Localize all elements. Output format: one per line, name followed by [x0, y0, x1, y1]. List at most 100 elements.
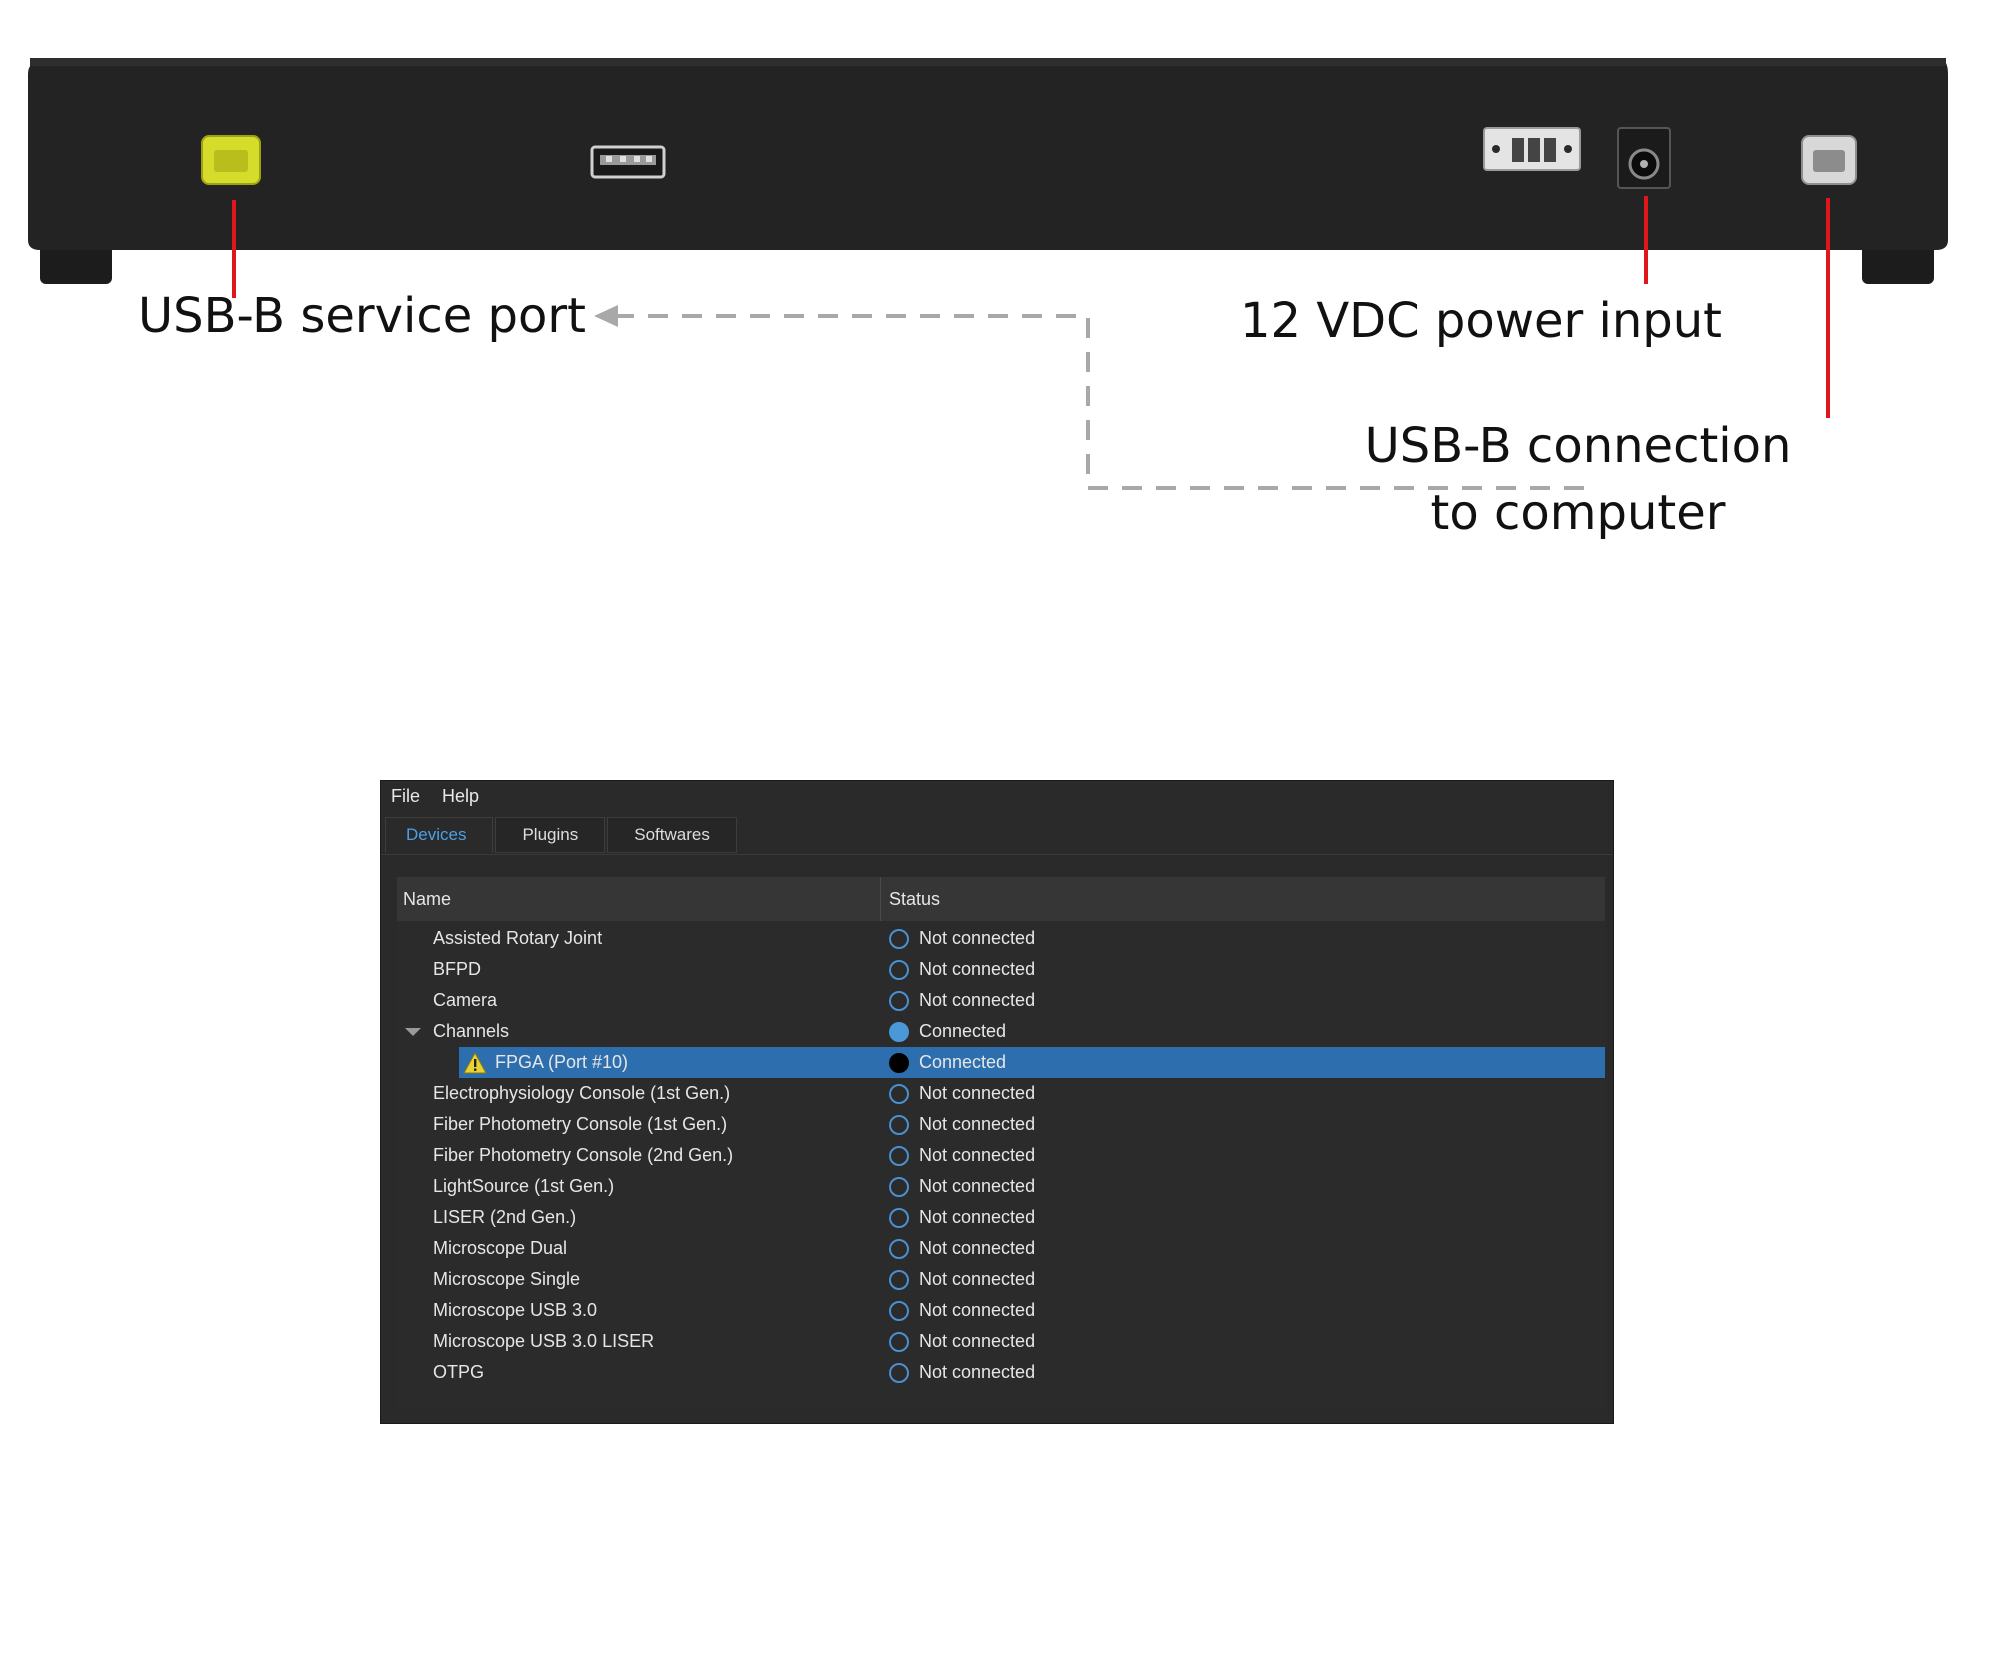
device-name: Microscope USB 3.0 LISER	[433, 1331, 655, 1351]
table-row-channels[interactable]: Channels Connected	[397, 1016, 1605, 1047]
device-name: Microscope USB 3.0	[433, 1300, 598, 1320]
device-top-edge	[30, 58, 1946, 66]
device-table: Name Status Assisted Rotary Joint Not co…	[397, 877, 1605, 1407]
device-name: FPGA (Port #10)	[495, 1052, 629, 1072]
table-row[interactable]: OTPG Not connected	[397, 1357, 1605, 1388]
table-row[interactable]: BFPD Not connected	[397, 954, 1605, 985]
device-status-cell: Not connected	[881, 1140, 1605, 1171]
status-ring-icon	[889, 928, 909, 949]
status-ring-icon	[889, 1145, 909, 1166]
device-status-cell: Not connected	[881, 1109, 1605, 1140]
device-body	[28, 58, 1948, 250]
device-name: LISER (2nd Gen.)	[433, 1207, 577, 1227]
device-status-cell: Not connected	[881, 954, 1605, 985]
status-ring-icon	[889, 1114, 909, 1135]
device-status: Not connected	[919, 1145, 1036, 1165]
device-status-cell: Connected	[881, 1016, 1605, 1047]
table-header: Name Status	[397, 877, 1605, 921]
table-row[interactable]: Fiber Photometry Console (2nd Gen.) Not …	[397, 1140, 1605, 1171]
dashed-connector-arrowhead	[594, 305, 618, 327]
device-name: BFPD	[433, 959, 482, 979]
menu-file[interactable]: File	[391, 785, 421, 806]
device-status: Not connected	[919, 928, 1036, 948]
status-ring-icon	[889, 1176, 909, 1197]
label-usb-computer-line2: to computer	[1430, 485, 1726, 542]
device-status: Not connected	[919, 1176, 1036, 1196]
table-row[interactable]: Microscope Single Not connected	[397, 1264, 1605, 1295]
status-ring-icon	[889, 1362, 909, 1383]
table-row[interactable]: LightSource (1st Gen.) Not connected	[397, 1171, 1605, 1202]
menu-help[interactable]: Help	[442, 785, 480, 806]
device-status: Not connected	[919, 1362, 1036, 1382]
tab-plugins[interactable]: Plugins	[495, 817, 606, 853]
device-name: Microscope Dual	[433, 1238, 568, 1258]
status-ring-icon	[889, 1207, 909, 1228]
device-status-cell: Not connected	[881, 1326, 1605, 1357]
status-ring-icon	[889, 959, 909, 980]
device-status-cell: Not connected	[881, 1264, 1605, 1295]
device-rows: Assisted Rotary Joint Not connected BFPD…	[397, 923, 1605, 1388]
device-status-cell: Not connected	[881, 1295, 1605, 1326]
device-status: Not connected	[919, 1331, 1036, 1351]
tab-softwares[interactable]: Softwares	[607, 817, 737, 853]
column-header-status[interactable]: Status	[889, 888, 941, 909]
label-power-input: 12 VDC power input	[1240, 293, 1722, 349]
table-row[interactable]: Fiber Photometry Console (1st Gen.) Not …	[397, 1109, 1605, 1140]
device-status-cell: Not connected	[881, 1078, 1605, 1109]
usb-a-port-icon	[590, 145, 666, 179]
table-row[interactable]: Camera Not connected	[397, 985, 1605, 1016]
status-ring-icon	[889, 1269, 909, 1290]
device-status: Not connected	[919, 1238, 1036, 1258]
table-row[interactable]: Microscope USB 3.0 LISER Not connected	[397, 1326, 1605, 1357]
device-status-cell: Connected	[881, 1047, 1605, 1078]
device-name: LightSource (1st Gen.)	[433, 1176, 615, 1196]
device-name: Channels	[433, 1021, 510, 1041]
device-name: Assisted Rotary Joint	[433, 928, 603, 948]
device-status: Not connected	[919, 1269, 1036, 1289]
device-status: Not connected	[919, 959, 1036, 979]
device-status: Connected	[919, 1021, 1007, 1041]
table-row[interactable]: LISER (2nd Gen.) Not connected	[397, 1202, 1605, 1233]
device-name: Fiber Photometry Console (1st Gen.)	[433, 1114, 728, 1134]
device-name: OTPG	[433, 1362, 485, 1382]
status-ring-icon	[889, 1300, 909, 1321]
status-ring-icon	[889, 990, 909, 1011]
label-usb-computer: USB-B connection to computer	[1365, 413, 1792, 547]
table-row[interactable]: Microscope Dual Not connected	[397, 1233, 1605, 1264]
device-status: Not connected	[919, 1114, 1036, 1134]
status-ring-icon	[889, 1238, 909, 1259]
label-service-port: USB-B service port	[138, 288, 586, 344]
device-name-cell: FPGA (Port #10)	[397, 1047, 881, 1078]
table-row-fpga-selected[interactable]: FPGA (Port #10) Connected	[397, 1047, 1605, 1078]
device-status-cell: Not connected	[881, 985, 1605, 1016]
device-status: Not connected	[919, 1300, 1036, 1320]
status-ring-icon	[889, 1083, 909, 1104]
status-ring-icon	[889, 1331, 909, 1352]
device-manager-window: File Help Devices Plugins Softwares Name…	[380, 780, 1614, 1424]
device-name: Microscope Single	[433, 1269, 581, 1289]
device-name: Electrophysiology Console (1st Gen.)	[433, 1083, 731, 1103]
status-filled-icon	[889, 1052, 909, 1073]
table-row[interactable]: Assisted Rotary Joint Not connected	[397, 923, 1605, 954]
tab-devices[interactable]: Devices	[385, 817, 494, 853]
device-status-cell: Not connected	[881, 1233, 1605, 1264]
device-name: Camera	[433, 990, 498, 1010]
status-filled-icon	[889, 1021, 909, 1042]
table-row[interactable]: Microscope USB 3.0 Not connected	[397, 1295, 1605, 1326]
usb-b-computer-port-icon	[1801, 135, 1857, 185]
table-row[interactable]: Electrophysiology Console (1st Gen.) Not…	[397, 1078, 1605, 1109]
device-status-cell: Not connected	[881, 1357, 1605, 1388]
label-usb-computer-line1: USB-B connection	[1364, 418, 1792, 474]
tab-divider	[381, 854, 1613, 855]
device-status-cell: Not connected	[881, 923, 1605, 954]
device-name-cell: Channels	[397, 1016, 881, 1047]
expand-chevron-icon[interactable]	[405, 1028, 421, 1036]
selection-highlight	[459, 1047, 1605, 1078]
device-status: Not connected	[919, 990, 1036, 1010]
column-header-name[interactable]: Name	[397, 877, 881, 921]
device-status-cell: Not connected	[881, 1171, 1605, 1202]
device-status: Not connected	[919, 1207, 1036, 1227]
dashed-connector	[616, 314, 1584, 490]
menu-bar: File Help	[381, 781, 1613, 811]
